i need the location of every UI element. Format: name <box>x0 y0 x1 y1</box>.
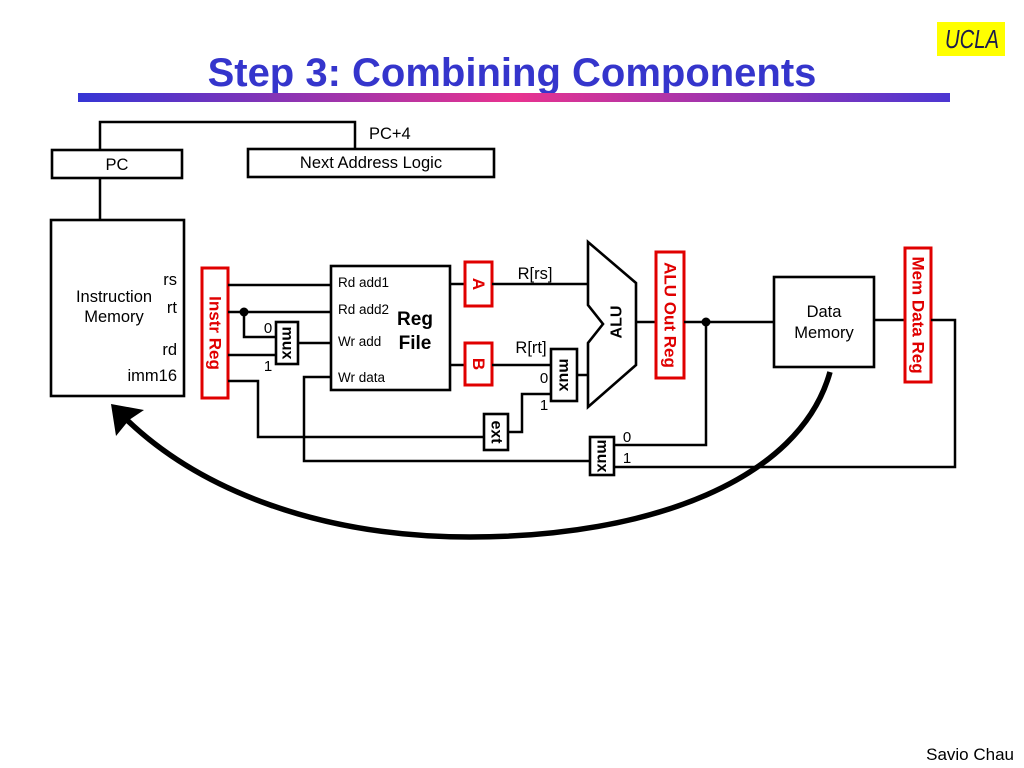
rt-branch-wire <box>242 312 276 339</box>
pc-label: PC <box>106 156 129 174</box>
reg-file-box <box>329 264 452 392</box>
reg-file-label-1: Reg <box>397 309 433 330</box>
alu-input-mux-label: mux <box>556 359 573 392</box>
footer-author: Savio Chau <box>926 745 1014 764</box>
next-address-logic-box <box>246 147 496 179</box>
instr-reg-label: Instr Reg <box>206 296 225 370</box>
wr-add-mux-label: mux <box>279 327 296 360</box>
reg-file-rd-add2: Rd add2 <box>338 302 389 317</box>
instruction-memory-box <box>49 218 186 398</box>
feedback-arrow <box>125 371 833 540</box>
pc-plus-4-label: PC+4 <box>369 125 411 143</box>
data-memory-label-2: Memory <box>794 324 854 342</box>
title-rule <box>78 93 950 102</box>
logo-text: UCLA <box>945 24 999 54</box>
mem-data-reg-label: Mem Data Reg <box>909 256 928 373</box>
aluout-to-wb-mux-wire <box>614 322 708 447</box>
logo-background <box>937 22 1005 56</box>
alu-input-mux-input-0: 0 <box>540 370 548 387</box>
imem-port-rt: rt <box>167 299 177 317</box>
imm16-wire <box>228 379 484 439</box>
instr-reg-box <box>200 266 230 400</box>
ext-box <box>482 412 510 452</box>
instruction-memory-label-1: Instruction <box>76 288 152 306</box>
feedback-arrowhead-icon <box>111 404 144 436</box>
pc-plus-4-wire <box>98 120 357 150</box>
alu-out-reg-box <box>654 250 686 380</box>
pc-box <box>50 148 184 180</box>
instruction-memory-label-2: Memory <box>84 308 144 326</box>
data-memory-box <box>772 275 876 369</box>
wr-data-mux-input-1: 1 <box>623 450 631 467</box>
wr-data-mux-label: mux <box>594 440 611 473</box>
data-memory-label-1: Data <box>807 303 843 321</box>
reg-a-label: A <box>469 278 488 290</box>
reg-b-box <box>463 341 494 387</box>
mdr-to-wb-mux-wire <box>614 318 957 469</box>
rt-junction-dot <box>239 307 249 317</box>
imem-port-imm16: imm16 <box>127 367 177 385</box>
next-address-logic-label: Next Address Logic <box>300 154 442 172</box>
wr-add-mux-input-1: 1 <box>264 358 272 375</box>
wr-data-mux-input-0: 0 <box>623 429 631 446</box>
reg-file-label-2: File <box>399 333 432 354</box>
datapath-diagram: PC+4 PC Next Address Logic Instruction M… <box>49 120 957 540</box>
ext-label: ext <box>488 420 505 444</box>
imem-port-rs: rs <box>163 271 177 289</box>
reg-file-wr-add: Wr add <box>338 334 381 349</box>
reg-file-rd-add1: Rd add1 <box>338 275 389 290</box>
mem-data-reg-box <box>903 246 933 384</box>
ucla-logo: UCLA <box>937 22 1005 56</box>
reg-b-label: B <box>469 358 488 370</box>
wr-add-mux-input-0: 0 <box>264 320 272 337</box>
wr-data-mux-box <box>588 435 616 477</box>
alu-label: ALU <box>609 306 626 339</box>
bus-rt-label: R[rt] <box>515 339 546 357</box>
imem-port-rd: rd <box>162 341 177 359</box>
ext-to-mux-wire <box>508 392 551 434</box>
wr-data-wire <box>302 375 590 463</box>
page-title: Step 3: Combining Components <box>208 51 817 95</box>
alu-shape <box>586 239 638 410</box>
alu-out-reg-label: ALU Out Reg <box>661 262 680 368</box>
alu-input-mux-input-1: 1 <box>540 397 548 414</box>
bus-rs-label: R[rs] <box>518 265 553 283</box>
reg-file-wr-data: Wr data <box>338 370 386 385</box>
